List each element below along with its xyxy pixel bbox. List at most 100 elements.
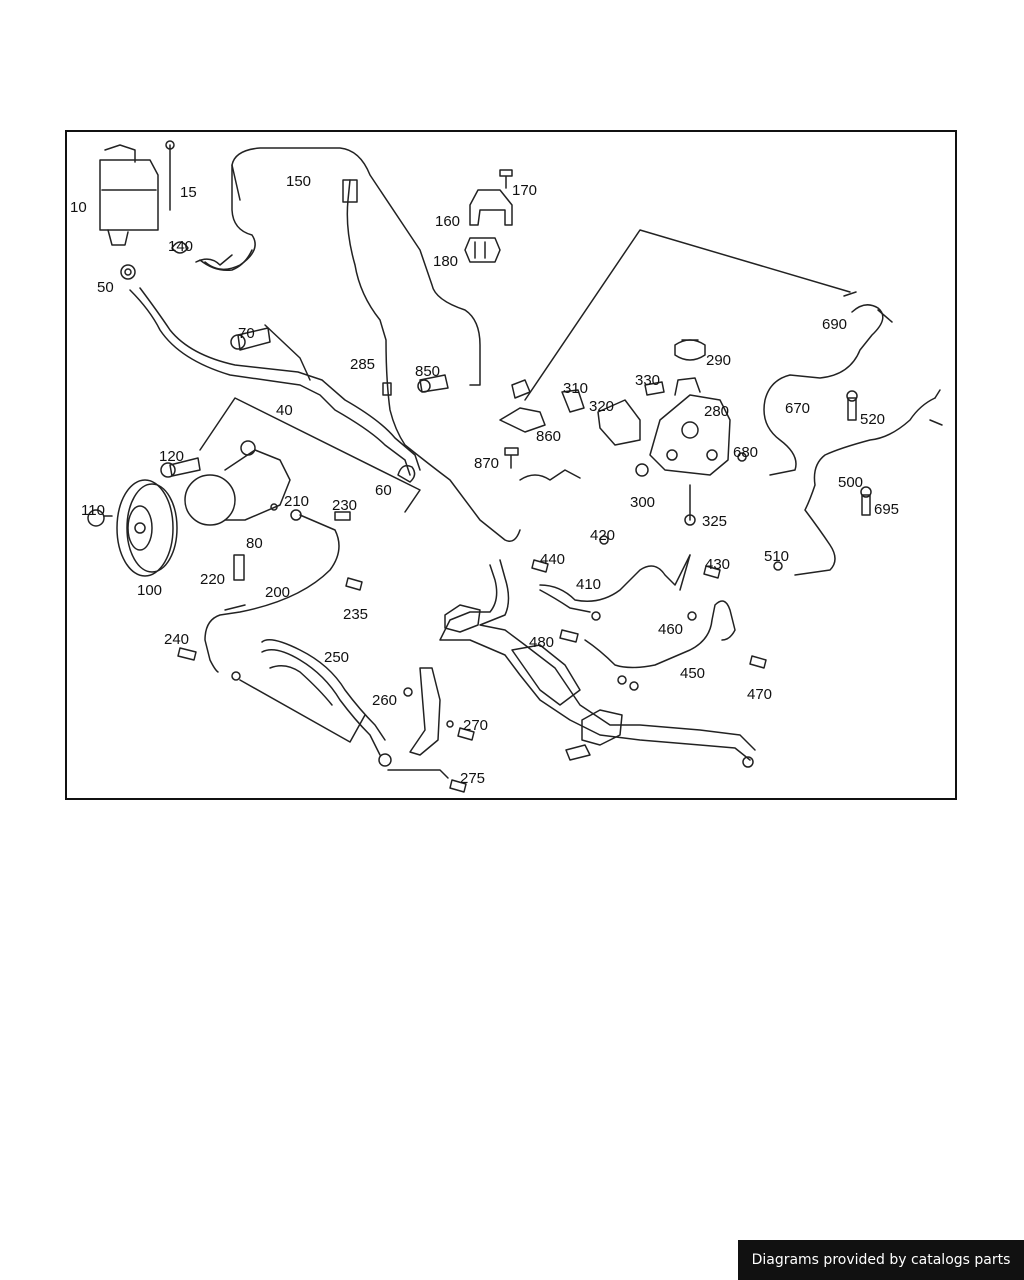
dipstick-15[interactable] [165,140,175,211]
part-label-330[interactable]: 330 [635,372,660,389]
line-410[interactable] [539,554,691,613]
part-label-200[interactable]: 200 [265,584,290,601]
bolt-695[interactable] [860,486,872,516]
bolt-275[interactable] [449,779,467,793]
bolt-70[interactable] [230,327,271,351]
bolt-520[interactable] [846,390,858,421]
part-label-510[interactable]: 510 [764,548,789,565]
clamp-860[interactable] [499,379,546,433]
part-label-500[interactable]: 500 [838,474,863,491]
part-label-40[interactable]: 40 [276,402,293,419]
part-label-80[interactable]: 80 [246,535,263,552]
part-label-870[interactable]: 870 [474,455,499,472]
clip-60[interactable] [397,464,416,483]
part-label-15[interactable]: 15 [180,184,197,201]
washer-210-bottom[interactable] [231,671,241,681]
cooler-assembly[interactable] [439,559,756,768]
screw-870[interactable] [504,447,519,469]
bolt-240[interactable] [177,647,197,661]
pump-80[interactable] [184,440,291,526]
nut-50[interactable] [120,264,136,280]
part-label-850[interactable]: 850 [415,363,440,380]
part-label-430[interactable]: 430 [705,556,730,573]
line-670[interactable] [763,291,893,476]
part-label-150[interactable]: 150 [286,173,311,190]
part-label-50[interactable]: 50 [97,279,114,296]
part-label-320[interactable]: 320 [589,398,614,415]
part-label-470[interactable]: 470 [747,686,772,703]
line-450[interactable] [584,600,736,685]
pulley-100[interactable] [116,479,178,577]
line-500[interactable] [794,389,943,576]
part-label-280[interactable]: 280 [704,403,729,420]
part-label-300[interactable]: 300 [630,494,655,511]
nut-300[interactable] [635,463,649,477]
part-label-170[interactable]: 170 [512,182,537,199]
bolt-230[interactable] [334,511,351,521]
bolt-430[interactable] [703,565,721,579]
part-label-210[interactable]: 210 [284,493,309,510]
part-label-230[interactable]: 230 [332,497,357,514]
lines-250[interactable] [261,639,386,756]
part-label-460[interactable]: 460 [658,621,683,638]
washer-420-top[interactable] [599,535,609,545]
part-label-440[interactable]: 440 [540,551,565,568]
part-label-690[interactable]: 690 [822,316,847,333]
bolt-325[interactable] [684,484,696,526]
bolt-440[interactable] [531,559,549,573]
part-label-450[interactable]: 450 [680,665,705,682]
part-label-325[interactable]: 325 [702,513,727,530]
washer-420-bottom[interactable] [591,611,601,621]
washer-510[interactable] [773,561,783,571]
part-label-420[interactable]: 420 [590,527,615,544]
washer-460-a[interactable] [687,611,697,621]
part-label-480[interactable]: 480 [529,634,554,651]
rubber-180[interactable] [464,237,501,263]
part-label-260[interactable]: 260 [372,692,397,709]
part-label-270[interactable]: 270 [463,717,488,734]
part-label-670[interactable]: 670 [785,400,810,417]
bracket-160[interactable] [469,189,513,226]
part-label-520[interactable]: 520 [860,411,885,428]
bolt-110[interactable] [87,509,113,527]
part-label-120[interactable]: 120 [159,448,184,465]
washer-460-b[interactable] [629,681,639,691]
part-label-285[interactable]: 285 [350,356,375,373]
part-label-275[interactable]: 275 [460,770,485,787]
bolt-480[interactable] [559,629,579,643]
part-label-180[interactable]: 180 [433,253,458,270]
valve-block-280[interactable] [649,377,731,476]
bolt-470[interactable] [749,655,767,669]
steering-box-fitting[interactable] [378,753,392,767]
part-label-680[interactable]: 680 [733,444,758,461]
part-label-70[interactable]: 70 [238,325,255,342]
bracket-320[interactable] [597,399,641,446]
part-label-240[interactable]: 240 [164,631,189,648]
part-label-410[interactable]: 410 [576,576,601,593]
part-label-220[interactable]: 220 [200,571,225,588]
part-label-140[interactable]: 140 [168,238,193,255]
bolt-220[interactable] [233,554,245,581]
cap-290[interactable] [674,339,706,361]
screw-330[interactable] [644,381,665,396]
bolt-270[interactable] [446,720,475,741]
part-label-10[interactable]: 10 [70,199,87,216]
part-label-310[interactable]: 310 [563,380,588,397]
bolt-850[interactable] [417,374,449,393]
reservoir-10[interactable] [99,144,159,246]
bracket-260[interactable] [403,667,441,756]
clip-310[interactable] [561,389,585,413]
part-label-860[interactable]: 860 [536,428,561,445]
washer-680[interactable] [737,452,747,462]
part-label-695[interactable]: 695 [874,501,899,518]
hose-200[interactable] [204,514,340,673]
part-label-60[interactable]: 60 [375,482,392,499]
bolt-120[interactable] [160,457,201,478]
line-285[interactable] [342,179,521,542]
bolt-235[interactable] [345,577,363,591]
part-label-290[interactable]: 290 [706,352,731,369]
part-label-110[interactable]: 110 [81,502,105,519]
part-label-250[interactable]: 250 [324,649,349,666]
part-label-160[interactable]: 160 [435,213,460,230]
part-label-100[interactable]: 100 [137,582,162,599]
